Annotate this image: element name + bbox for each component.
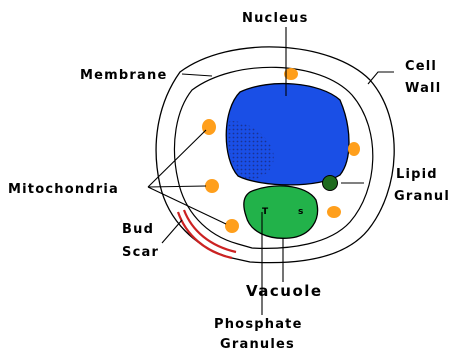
- label-vacuole: Vacuole: [246, 282, 323, 300]
- label-lipid-line1: Lipid: [396, 167, 438, 182]
- svg-text:T: T: [262, 207, 269, 217]
- lipid-granule: [323, 176, 338, 191]
- svg-text:s: s: [298, 207, 303, 217]
- label-cell-wall-line2: Wall: [405, 81, 441, 96]
- mitochondrion: [225, 219, 239, 233]
- nucleus: [226, 84, 349, 185]
- label-mitochondria: Mitochondria: [8, 182, 119, 197]
- label-phosphate-line2: Granules: [220, 337, 295, 352]
- label-phosphate-line1: Phosphate: [214, 317, 303, 332]
- label-bud-scar-line2: Scar: [122, 245, 159, 260]
- mitochondrion: [327, 206, 341, 218]
- label-bud-scar-line1: Bud: [122, 222, 154, 237]
- mitochondrion: [205, 179, 219, 193]
- label-cell-wall-line1: Cell: [405, 59, 437, 74]
- label-nucleus: Nucleus: [242, 11, 309, 26]
- label-membrane: Membrane: [80, 68, 167, 83]
- label-lipid-line2: Granul: [394, 189, 450, 204]
- mitochondrion: [348, 142, 360, 156]
- vacuole: T s: [244, 186, 318, 238]
